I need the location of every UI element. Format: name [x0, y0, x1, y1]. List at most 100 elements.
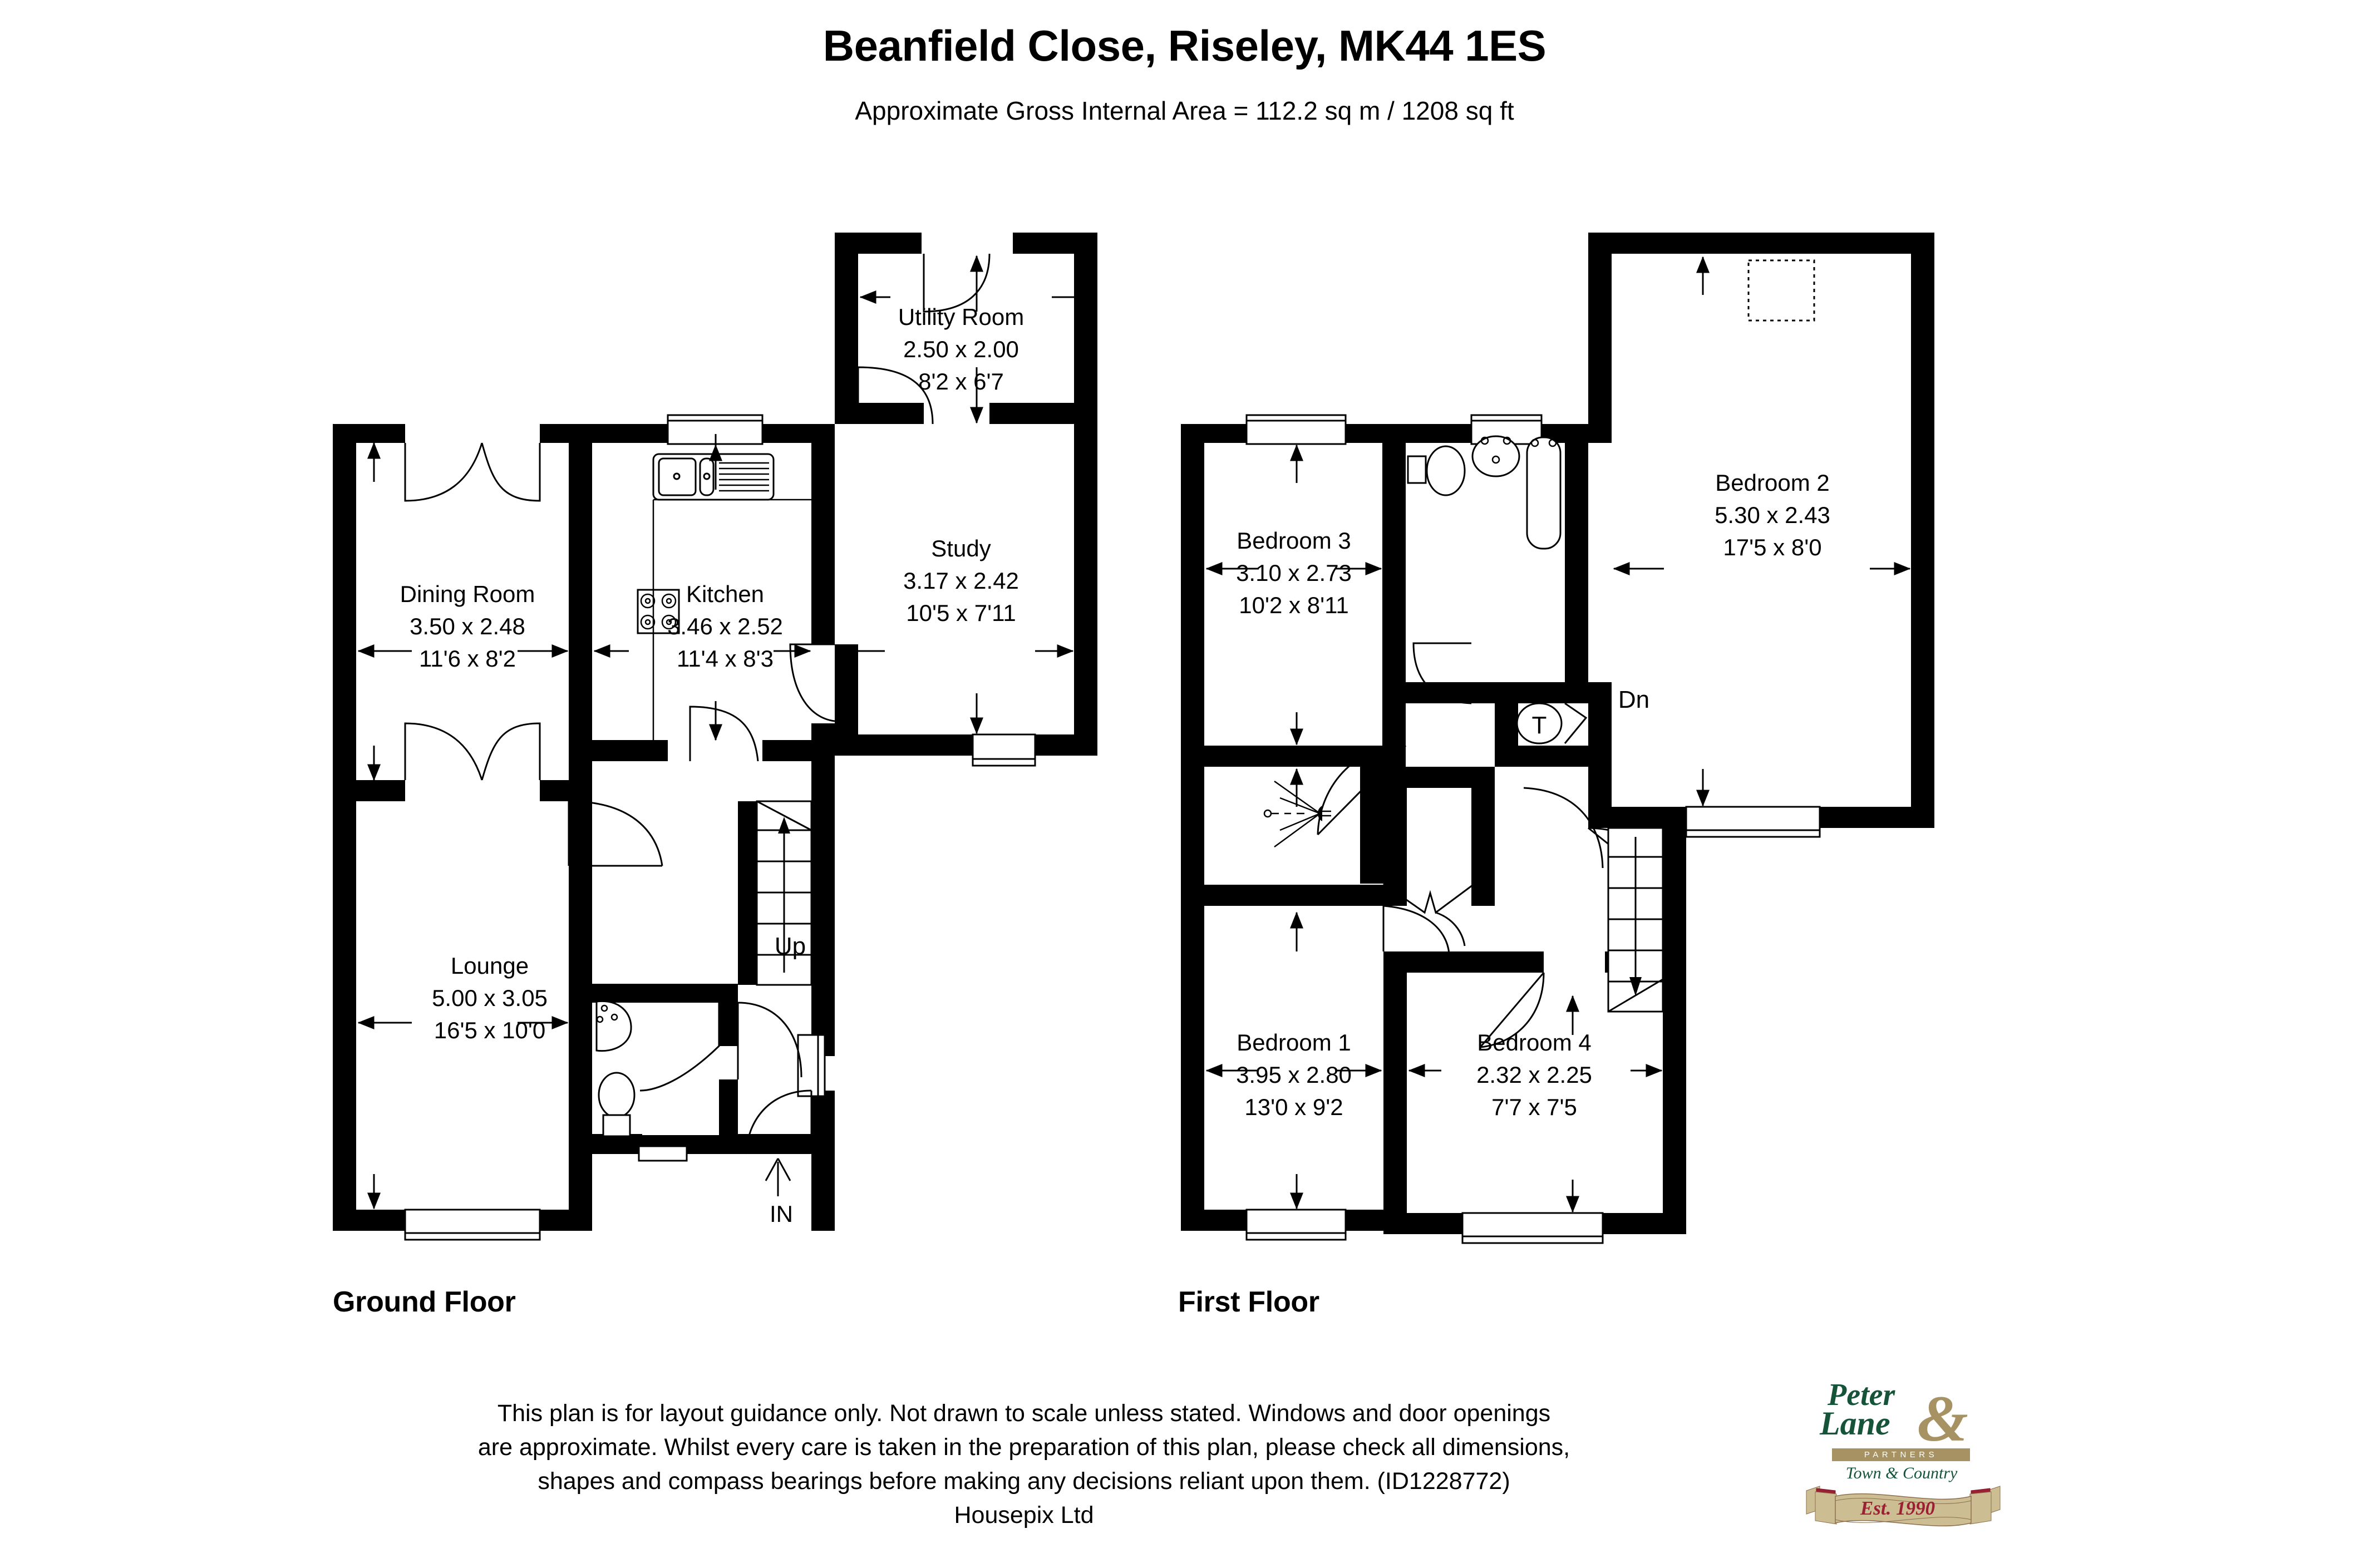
wall: [1565, 424, 1588, 701]
hob-burner-2: [661, 593, 677, 609]
door-swing-dining-top-right: [481, 442, 541, 502]
wall: [1471, 767, 1495, 906]
loft-hatch: [1747, 259, 1815, 322]
wall: [1663, 951, 1686, 1234]
window-bedroom1-pane: [1245, 1232, 1347, 1241]
room-dim-metric-utility-room: 2.50 x 2.00: [903, 336, 1019, 362]
wall: [835, 233, 922, 254]
disclaimer-line-1: This plan is for layout guidance only. N…: [497, 1400, 1551, 1427]
room-dim-imperial-study: 10'5 x 7'11: [906, 600, 1016, 626]
tank-cupboard-label: T: [1532, 712, 1547, 739]
wall: [592, 740, 668, 761]
entrance-arrow: [765, 1158, 791, 1196]
wall: [884, 734, 973, 756]
wall: [811, 1091, 835, 1231]
door-swing-bedroom3: [1317, 744, 1406, 835]
wall: [835, 403, 858, 424]
toilet-cistern: [602, 1114, 631, 1137]
window-bedroom2-pane: [1685, 829, 1821, 838]
door-swing-airing-b: [1435, 911, 1466, 946]
room-dim-metric-bedroom-2: 5.30 x 2.43: [1715, 502, 1830, 528]
ground-floor-group: Dining Room 3.50 x 2.48 11'6 x 8'2 Kitch…: [333, 233, 1097, 1241]
hob-burner-4: [661, 614, 677, 630]
room-label-utility-room: Utility Room: [898, 304, 1024, 330]
wall: [333, 424, 405, 443]
wall: [1035, 734, 1097, 756]
window-lounge: [404, 1209, 541, 1234]
window-bedroom3-pane: [1245, 414, 1347, 422]
window-kitchen-pane: [667, 414, 764, 422]
page-title: Beanfield Close, Riseley, MK44 1ES: [822, 21, 1547, 70]
wall: [1495, 746, 1588, 767]
disclaimer-footer: This plan is for layout guidance only. N…: [356, 1397, 1692, 1532]
wall: [989, 403, 1097, 424]
window-bedroom3: [1245, 417, 1347, 445]
logo-tagline: Town & Country: [1845, 1464, 1958, 1482]
window-bedroom4: [1461, 1212, 1604, 1237]
page-subtitle: Approximate Gross Internal Area = 112.2 …: [855, 96, 1514, 125]
wall: [1181, 424, 1247, 443]
wall: [811, 756, 835, 1056]
bathroom-fixtures: [1407, 435, 1562, 550]
tank-circle: [1516, 702, 1563, 744]
door-swing-group: [404, 253, 991, 1155]
window-bathroom-pane: [1470, 414, 1543, 422]
wall: [1383, 788, 1407, 906]
window-study-pane: [972, 758, 1036, 767]
room-dim-imperial-utility-room: 8'2 x 6'7: [918, 368, 1004, 395]
wall: [1181, 746, 1204, 766]
room-dim-metric-bedroom-1: 3.95 x 2.80: [1236, 1062, 1352, 1088]
disclaimer-line-4: Housepix Ltd: [954, 1502, 1094, 1529]
sink-plug-left: [673, 472, 681, 480]
wall: [858, 403, 924, 424]
window-hall-pane: [817, 1034, 826, 1097]
door-leaf-bedroom3: [1317, 744, 1407, 836]
room-dim-metric-kitchen: 3.46 x 2.52: [667, 613, 783, 639]
room-label-bedroom-4: Bedroom 4: [1477, 1029, 1591, 1056]
room-dim-imperial-kitchen: 11'4 x 8'3: [677, 645, 774, 672]
window-bedroom4-pane: [1461, 1235, 1604, 1244]
room-dim-imperial-bedroom-1: 13'0 x 9'2: [1244, 1094, 1343, 1120]
logo-name-stack: Peter Lane: [1820, 1379, 1895, 1440]
logo-established: Est. 1990: [1860, 1497, 1935, 1519]
wall: [569, 424, 592, 801]
wall: [333, 1210, 405, 1231]
tank-door: [1564, 702, 1588, 744]
wall: [1346, 424, 1406, 443]
door-swing-wc: [737, 1002, 802, 1078]
hob: [637, 589, 680, 634]
wall: [1181, 885, 1383, 906]
wall: [1383, 1213, 1462, 1234]
window-group: [404, 414, 1036, 1241]
wall: [592, 1134, 642, 1154]
door-swing-landing-right: [1523, 787, 1604, 869]
door-leaf-bedroom4: [1479, 972, 1545, 1048]
wall: [1382, 443, 1406, 746]
wall: [762, 424, 835, 443]
room-dim-imperial-lounge: 16'5 x 10'0: [434, 1017, 546, 1043]
wall: [738, 1134, 811, 1154]
entrance-label: IN: [770, 1201, 793, 1227]
wall: [592, 984, 738, 1003]
wall: [1383, 951, 1407, 1234]
first-floor-group: Bedroom 3 3.10 x 2.73 10'2 x 8'11 Bedroo…: [1181, 233, 1934, 1244]
room-dim-imperial-dining-room: 11'6 x 8'2: [419, 645, 516, 672]
room-dim-metric-bedroom-3: 3.10 x 2.73: [1236, 560, 1352, 586]
agency-logo: Peter Lane & PARTNERS Town & Country Est…: [1803, 1379, 2026, 1544]
stairs-up-arrow: [778, 817, 790, 834]
wall: [811, 443, 835, 644]
hob-burner-3: [640, 614, 656, 630]
logo-partners-text: PARTNERS: [1864, 1450, 1938, 1459]
wall: [592, 424, 668, 443]
wall: [1820, 807, 1934, 828]
door-swing-dining-top-left: [404, 442, 483, 502]
wall: [1360, 767, 1383, 884]
disclaimer-line-3: shapes and compass bearings before makin…: [538, 1468, 1510, 1495]
ampersand-icon: &: [1917, 1382, 1968, 1455]
door-swing-kitchen: [689, 706, 759, 762]
kitchen-fixtures: [637, 453, 775, 634]
ground-room-labels: Dining Room 3.50 x 2.48 11'6 x 8'2 Kitch…: [400, 304, 1025, 1227]
dimension-arrows-first: [1205, 256, 1911, 1213]
